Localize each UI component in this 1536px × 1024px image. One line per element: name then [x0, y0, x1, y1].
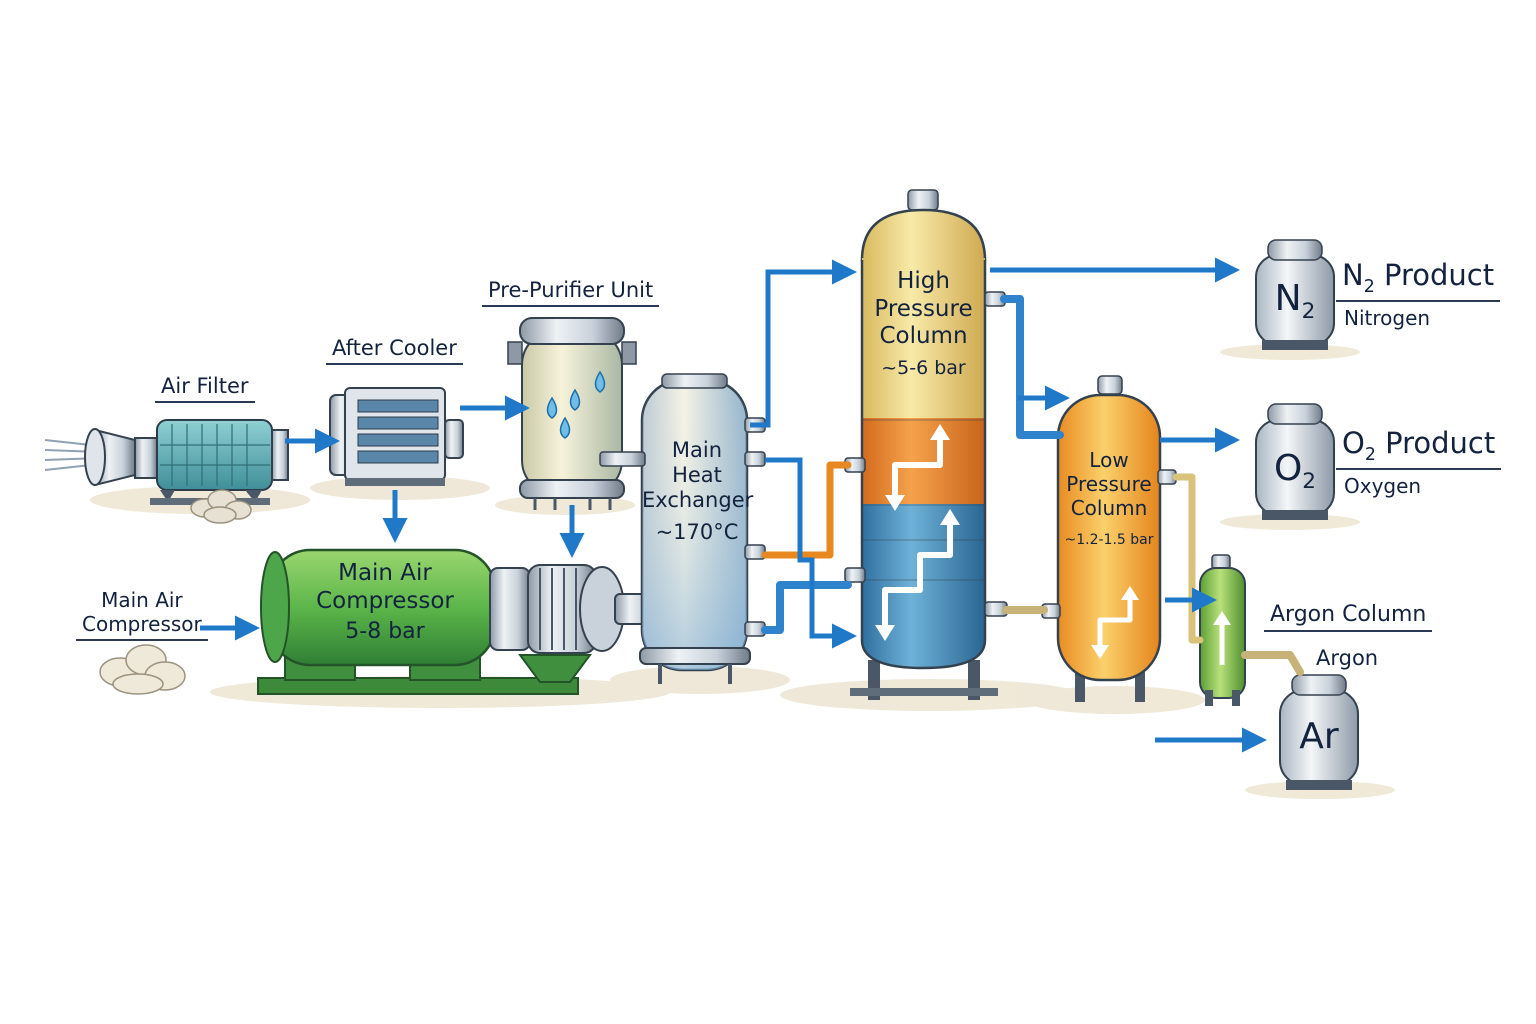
heat-exchanger-line2: Heat — [642, 463, 752, 488]
heat-exchanger-line1: Main — [642, 438, 752, 463]
o2-title-prefix: O — [1342, 426, 1365, 460]
n2-tank-symbol: N2 — [1255, 278, 1335, 324]
compressor-text: Main Air Compressor 5-8 bar — [300, 560, 470, 646]
o2-symbol-sub: 2 — [1302, 469, 1316, 494]
o2-title-rest: Product — [1376, 426, 1495, 460]
n2-product-title: N2 Product — [1336, 258, 1500, 302]
hp-column-line3: Column — [862, 323, 985, 351]
after-cooler-label: After Cooler — [326, 336, 463, 365]
n2-symbol-letter: N — [1275, 278, 1302, 319]
compressor-pressure: 5-8 bar — [300, 619, 470, 645]
n2-title-sub: 2 — [1364, 277, 1375, 297]
high-pressure-column — [845, 190, 1007, 700]
air-filter-label: Air Filter — [155, 374, 255, 403]
pre-purifier-vessel — [508, 318, 636, 510]
argon-product-name: Argon — [1316, 646, 1378, 670]
hp-column-pressure: ~5-6 bar — [862, 357, 985, 380]
compressor-title-line1: Main Air — [300, 560, 470, 588]
main-air-compressor-label-line1: Main Air — [82, 588, 202, 612]
after-cooler — [330, 388, 463, 486]
n2-product-name: Nitrogen — [1344, 306, 1430, 330]
exhaust-cloud-icon — [100, 645, 185, 694]
o2-tank-symbol: O2 — [1255, 448, 1335, 494]
pre-purifier-label: Pre-Purifier Unit — [482, 278, 659, 307]
main-air-compressor-label: Main Air Compressor — [76, 588, 208, 641]
main-air-compressor-label-line2: Compressor — [82, 612, 202, 636]
argon-column — [1200, 555, 1245, 706]
lp-column-line2: Pressure — [1058, 472, 1160, 496]
heat-exchanger-text: Main Heat Exchanger ~170°C — [642, 438, 752, 545]
o2-title-sub: 2 — [1365, 445, 1376, 465]
heat-exchanger-temperature: ~170°C — [642, 520, 752, 545]
lp-column-line1: Low — [1058, 448, 1160, 472]
o2-product-title: O2 Product — [1336, 426, 1501, 470]
o2-product-name: Oxygen — [1344, 474, 1421, 498]
n2-symbol-sub: 2 — [1302, 299, 1316, 324]
o2-symbol-letter: O — [1274, 448, 1302, 489]
n2-title-prefix: N — [1342, 258, 1364, 292]
ar-tank-symbol: Ar — [1279, 716, 1359, 757]
hp-column-line1: High — [862, 268, 985, 296]
argon-column-label: Argon Column — [1264, 602, 1432, 632]
hp-column-text: High Pressure Column ~5-6 bar — [862, 268, 985, 380]
lp-column-pressure: ~1.2-1.5 bar — [1058, 532, 1160, 549]
hp-column-line2: Pressure — [862, 296, 985, 324]
lp-column-line3: Column — [1058, 496, 1160, 520]
lp-column-text: Low Pressure Column ~1.2-1.5 bar — [1058, 448, 1160, 549]
n2-title-rest: Product — [1375, 258, 1494, 292]
compressor-title-line2: Compressor — [300, 588, 470, 616]
heat-exchanger-line3: Exchanger — [642, 488, 752, 513]
